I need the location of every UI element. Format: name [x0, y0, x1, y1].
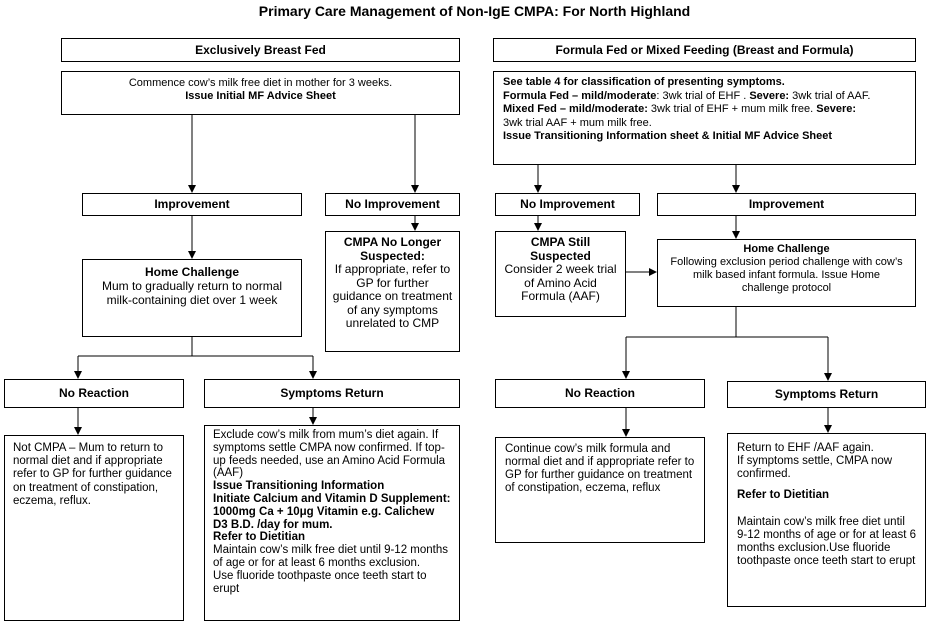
- left-home-challenge-title: Home Challenge: [144, 265, 240, 279]
- classification-line-1: See table 4 for classification of presen…: [503, 76, 785, 88]
- return-ehf-text: Return to EHF /AAF again.: [737, 442, 874, 454]
- classification-line-4: 3wk trial AAF + mum milk free.: [503, 116, 652, 129]
- page-title: Primary Care Management of Non-IgE CMPA:…: [258, 3, 691, 19]
- cmpa-still-suspected-box: CMPA Still Suspected Consider 2 week tri…: [495, 231, 626, 317]
- left-no-reaction-box: No Reaction: [4, 379, 184, 408]
- not-cmpa-box: Not CMPA – Mum to return to normal diet …: [4, 435, 184, 621]
- cmpa-still-suspected-title: CMPA Still Suspected: [530, 235, 591, 263]
- initial-mf-advice-text: Issue Initial MF Advice Sheet: [185, 90, 336, 102]
- classification-line-3: Mixed Fed – mild/moderate: 3wk trial of …: [503, 103, 906, 117]
- right-home-challenge-text: Following exclusion period challenge wit…: [670, 256, 903, 294]
- cmpa-still-suspected-text: Consider 2 week trial of Amino Acid Form…: [504, 262, 617, 303]
- refer-dietitian-text: Refer to Dietitian: [213, 531, 306, 544]
- mixed-fed-label: Mixed Fed – mild/moderate:: [503, 103, 648, 115]
- right-improvement-box: Improvement: [657, 193, 916, 216]
- right-maintain-diet-text: Maintain cow’s milk free diet until 9-12…: [737, 516, 916, 567]
- left-symptoms-return-box: Symptoms Return: [204, 379, 460, 408]
- issue-transitioning-text: Issue Transitioning Information: [213, 480, 385, 493]
- right-no-reaction-box: No Reaction: [495, 379, 705, 408]
- right-home-challenge-box: Home Challenge Following exclusion perio…: [657, 239, 916, 307]
- commence-diet-text: Commence cow’s milk free diet in mother …: [128, 77, 393, 89]
- formula-severe-trial: 3wk trial of AAF.: [789, 89, 871, 102]
- return-ehf-box: Return to EHF /AAF again. If symptoms se…: [727, 433, 926, 607]
- cmpa-no-longer-title: CMPA No Longer Suspected:: [343, 235, 442, 263]
- left-home-challenge-box: Home Challenge Mum to gradually return t…: [82, 259, 302, 337]
- exclude-milk-box: Exclude cow’s milk from mum’s diet again…: [204, 425, 460, 621]
- continue-formula-box: Continue cow’s milk formula and normal d…: [495, 437, 705, 543]
- classification-line-2: Formula Fed – mild/moderate: 3wk trial o…: [503, 90, 906, 104]
- cmpa-no-longer-text: If appropriate, refer to GP for further …: [332, 262, 453, 330]
- classification-line-5: Issue Transitioning Information sheet & …: [503, 130, 833, 142]
- mixed-fed-trial: 3wk trial of EHF + mum milk free.: [647, 103, 817, 115]
- left-improvement-box: Improvement: [82, 193, 302, 216]
- formula-severe-label: Severe:: [749, 89, 790, 102]
- classification-box: See table 4 for classification of presen…: [493, 71, 916, 165]
- commence-diet-box: Commence cow’s milk free diet in mother …: [61, 71, 460, 115]
- fluoride-toothpaste-text: Use fluoride toothpaste once teeth start…: [213, 569, 427, 595]
- right-home-challenge-title: Home Challenge: [743, 243, 830, 255]
- left-home-challenge-text: Mum to gradually return to normal milk-c…: [101, 279, 283, 307]
- mixed-severe-label: Severe:: [816, 103, 857, 115]
- formula-fed-header: Formula Fed or Mixed Feeding (Breast and…: [493, 38, 916, 62]
- formula-fed-label: Formula Fed – mild/moderate: [503, 89, 657, 102]
- breast-fed-header: Exclusively Breast Fed: [61, 38, 460, 62]
- maintain-diet-text: Maintain cow’s milk free diet until 9-12…: [213, 544, 449, 569]
- left-no-improvement-box: No Improvement: [325, 193, 460, 216]
- right-refer-dietitian-text: Refer to Dietitian: [737, 489, 830, 501]
- right-symptoms-return-box: Symptoms Return: [727, 381, 926, 408]
- cmpa-no-longer-box: CMPA No Longer Suspected: If appropriate…: [325, 231, 460, 352]
- formula-fed-trial: : 3wk trial of EHF .: [656, 89, 750, 102]
- right-no-improvement-box: No Improvement: [495, 193, 640, 216]
- exclude-milk-text: Exclude cow’s milk from mum’s diet again…: [213, 429, 446, 480]
- calcium-vitamin-text: Initiate Calcium and Vitamin D Supplemen…: [213, 492, 451, 531]
- cmpa-confirmed-text: If symptoms settle, CMPA now confirmed.: [737, 455, 893, 480]
